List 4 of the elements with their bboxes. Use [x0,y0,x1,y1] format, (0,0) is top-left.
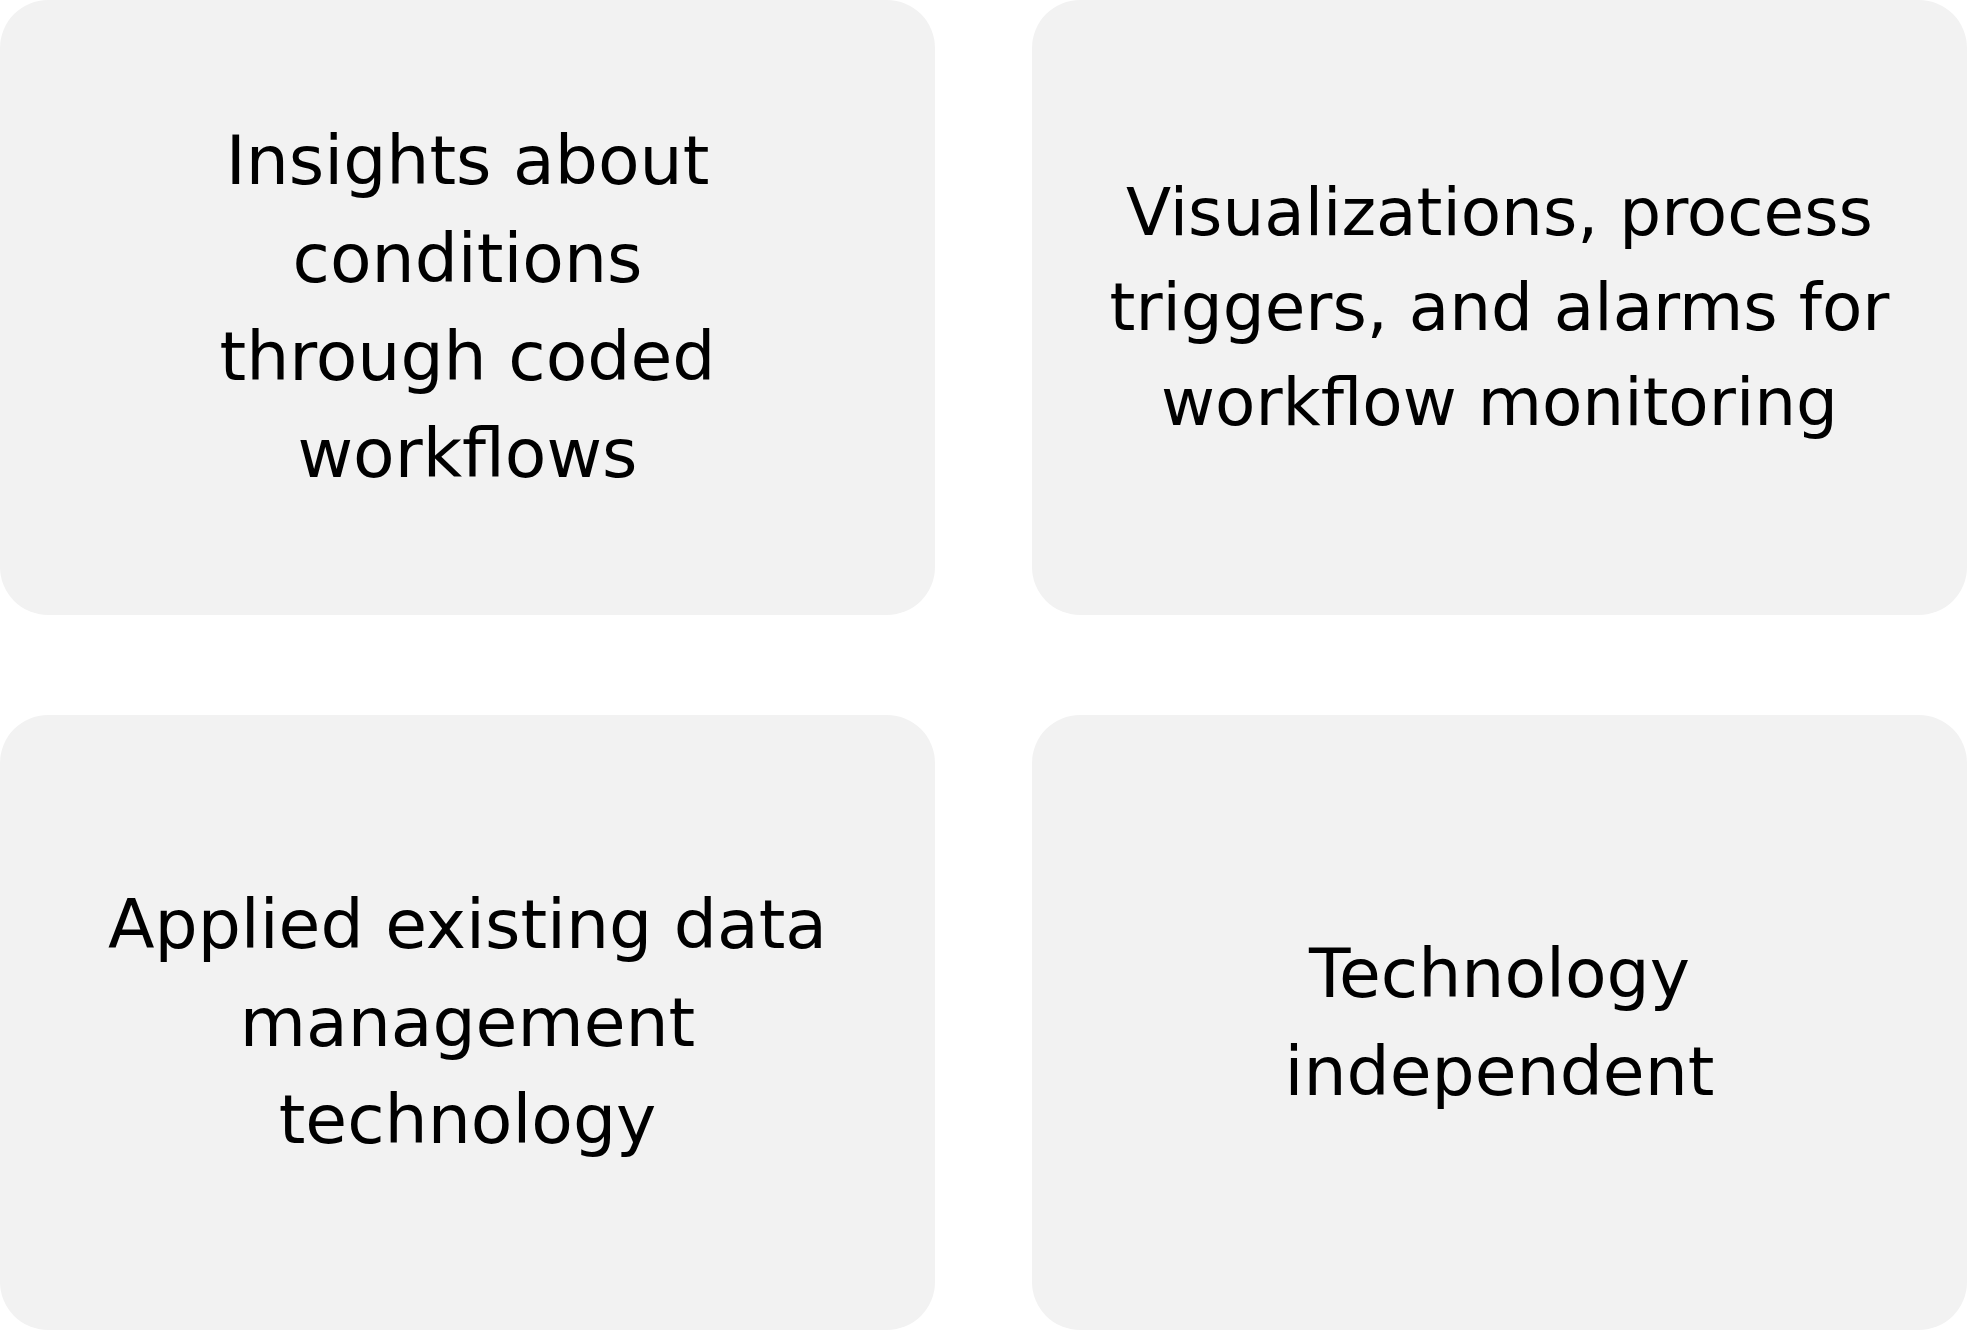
card-text: Insights about conditions through coded workflows [218,119,717,496]
card-text: Visualizations, process triggers, and alarms for workflow monitoring [1108,172,1891,443]
card-text: Applied existing data management technology [106,883,828,1162]
card-text: Technology independent [1283,932,1716,1113]
